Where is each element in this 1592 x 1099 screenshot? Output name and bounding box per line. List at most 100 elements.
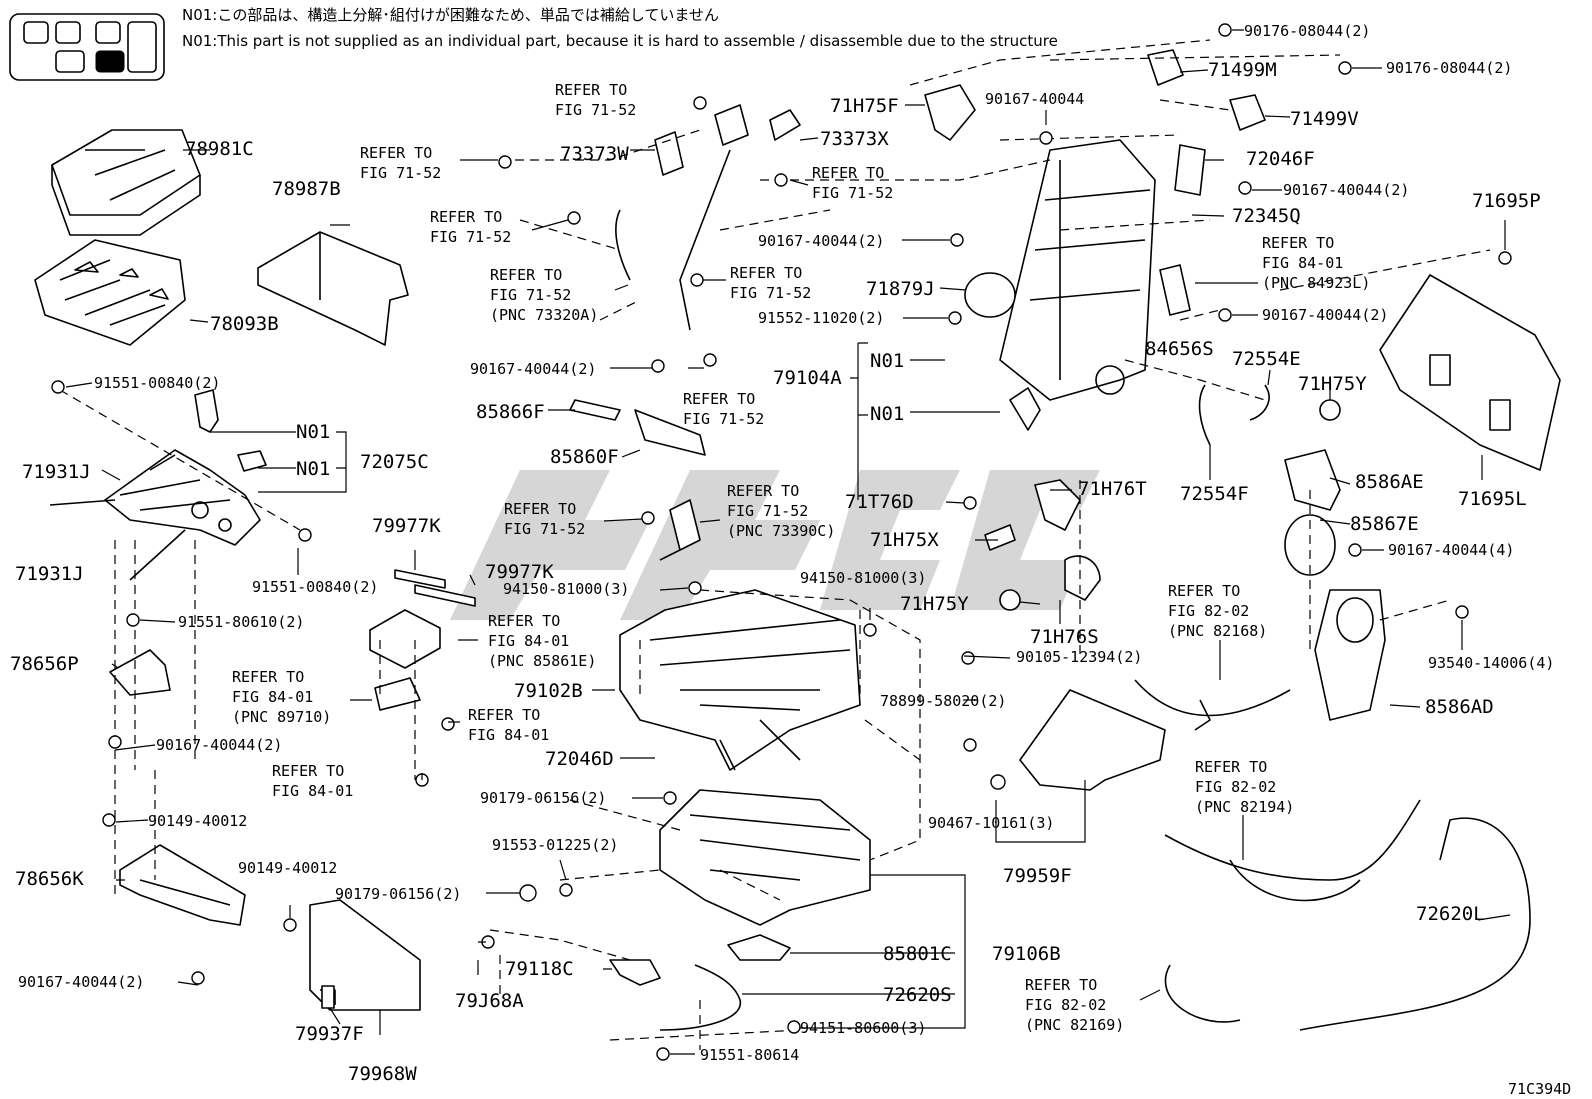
panel-71695L	[1379, 274, 1561, 471]
seatback-frame-part	[999, 139, 1156, 431]
label-90149-40012-b: 90149-40012	[238, 859, 337, 877]
sensor-84656S	[1159, 264, 1191, 316]
label-72075C: 72075C	[360, 451, 429, 473]
label-79118C: 79118C	[505, 958, 574, 980]
label-refer-to-b: REFER TO	[1168, 582, 1240, 600]
trim-71H75F	[924, 84, 976, 141]
label-79102B: 79102B	[514, 680, 583, 702]
cover-8586AD	[1314, 589, 1386, 721]
label-84656S: 84656S	[1145, 338, 1214, 360]
label-79937F: 79937F	[295, 1023, 364, 1045]
label-refer-to-l: REFER TO	[504, 500, 576, 518]
label-94150-81000-a: 94150-81000(3)	[503, 580, 629, 598]
label-79J68A: 79J68A	[455, 990, 524, 1012]
label-90105-12394: 90105-12394(2)	[1016, 648, 1142, 666]
label-85801C: 85801C	[883, 943, 952, 965]
label-fig-71-52-h: FIG 71-52	[504, 520, 585, 538]
label-71931J-a: 71931J	[22, 461, 91, 483]
fasteners	[51, 23, 1512, 1061]
handle-85860F	[634, 409, 706, 456]
cushion-pad-part	[51, 129, 201, 236]
cap-71H75Y-lower	[999, 589, 1021, 611]
label-8586AD: 8586AD	[1425, 696, 1494, 718]
label-71H76T: 71H76T	[1078, 478, 1147, 500]
label-fig-71-52-c: FIG 71-52	[812, 184, 893, 202]
cover-71879J	[964, 272, 1016, 318]
label-78656K: 78656K	[15, 868, 84, 890]
label-pnc-85861E: (PNC 85861E)	[488, 652, 596, 670]
label-refer-to-m: REFER TO	[727, 482, 799, 500]
label-91553-01225: 91553-01225(2)	[492, 836, 618, 854]
label-79104A: 79104A	[773, 367, 842, 389]
harness-82169	[1164, 964, 1241, 1023]
note-en: N01:This part is not supplied as an indi…	[182, 32, 1058, 50]
label-90167-40044-h: 90167-40044(2)	[18, 973, 144, 991]
label-72046D: 72046D	[545, 748, 614, 770]
label-fig-71-52-g: FIG 71-52	[683, 410, 764, 428]
cable-72620S	[659, 964, 741, 1031]
lever-73390C	[659, 499, 701, 561]
label-72620S: 72620S	[883, 984, 952, 1006]
label-79959F: 79959F	[1003, 865, 1072, 887]
label-fig-71-52-f: FIG 71-52	[730, 284, 811, 302]
diagram-code: 71C394D	[1508, 1080, 1571, 1098]
label-pnc-73390C: (PNC 73390C)	[727, 522, 835, 540]
seat-location-icon	[9, 13, 165, 81]
label-85866F: 85866F	[476, 401, 545, 423]
label-85860F: 85860F	[550, 446, 619, 468]
label-79106B: 79106B	[992, 943, 1061, 965]
label-fig-71-52-i: FIG 71-52	[727, 502, 808, 520]
label-fig-71-52-e: FIG 71-52	[490, 286, 571, 304]
seat-adjuster-part	[49, 389, 267, 581]
label-pnc-89710: (PNC 89710)	[232, 708, 331, 726]
label-71931J-b: 71931J	[15, 563, 84, 585]
label-pnc-82194: (PNC 82194)	[1195, 798, 1294, 816]
label-78981C: 78981C	[185, 138, 254, 160]
label-71H75F: 71H75F	[830, 95, 899, 117]
label-N01-c: N01	[296, 421, 330, 443]
assembly-guide-lines	[59, 39, 1491, 1050]
label-refer-to-n: REFER TO	[488, 612, 560, 630]
label-72345Q: 72345Q	[1232, 205, 1301, 227]
label-91551-00840-b: 91551-00840(2)	[252, 578, 378, 596]
back-panel-part	[309, 899, 421, 1011]
label-91552-11020: 91552-11020(2)	[758, 309, 884, 327]
label-71H75Y-upper: 71H75Y	[1298, 373, 1367, 395]
label-pnc-84923L: (PNC 84923L)	[1262, 274, 1370, 292]
cap-71H75Y-upper	[1319, 399, 1341, 421]
cover-71H75X	[984, 524, 1016, 551]
ecu-bracket-part	[369, 609, 441, 711]
label-refer-to-c: REFER TO	[1195, 758, 1267, 776]
bracket-78656P	[109, 649, 171, 696]
label-73373W: 73373W	[560, 143, 629, 165]
label-fig-82-02-b: FIG 82-02	[1195, 778, 1276, 796]
label-N01-a: N01	[870, 350, 904, 372]
pad-79977K	[394, 569, 476, 607]
label-fig-71-52-b: FIG 71-52	[555, 101, 636, 119]
label-N01-b: N01	[870, 403, 904, 425]
bracket-79118C	[609, 959, 661, 986]
label-71879J: 71879J	[866, 278, 935, 300]
label-72554F: 72554F	[1180, 483, 1249, 505]
label-pnc-82168: (PNC 82168)	[1168, 622, 1267, 640]
label-85867E: 85867E	[1350, 513, 1419, 535]
label-refer-to-i: REFER TO	[490, 266, 562, 284]
base-frame-part	[659, 789, 871, 961]
label-pnc-82169: (PNC 82169)	[1025, 1016, 1124, 1034]
label-refer-to-o: REFER TO	[232, 668, 304, 686]
label-fig-84-01-a: FIG 84-01	[1262, 254, 1343, 272]
label-refer-to-a: REFER TO	[1262, 234, 1334, 252]
label-refer-to-j: REFER TO	[730, 264, 802, 282]
label-72046F: 72046F	[1246, 148, 1315, 170]
label-79977K-b: 79977K	[485, 561, 554, 583]
label-refer-to-k: REFER TO	[683, 390, 755, 408]
label-71H75X: 71H75X	[870, 529, 939, 551]
label-N01-d: N01	[296, 458, 330, 480]
label-refer-to-g: REFER TO	[812, 164, 884, 182]
label-90167-40044-g: 90167-40044(2)	[156, 736, 282, 754]
label-8586AE: 8586AE	[1355, 471, 1424, 493]
label-fig-84-01-b: FIG 84-01	[488, 632, 569, 650]
label-refer-to-e: REFER TO	[360, 144, 432, 162]
label-90167-40044-e: 90167-40044(2)	[758, 232, 884, 250]
label-91551-80610: 91551-80610(2)	[178, 613, 304, 631]
